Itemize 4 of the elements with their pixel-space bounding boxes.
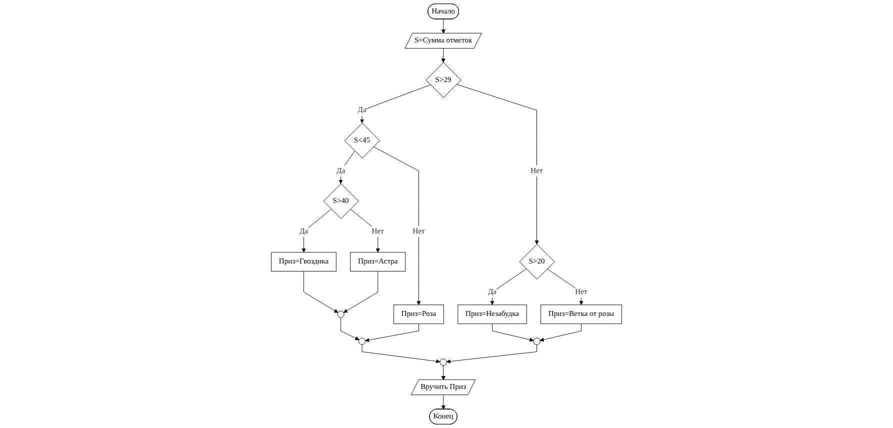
- node-circle: [358, 338, 366, 345]
- node-circle: [337, 310, 344, 318]
- node-circle: [533, 338, 540, 345]
- node-circle: [440, 358, 447, 366]
